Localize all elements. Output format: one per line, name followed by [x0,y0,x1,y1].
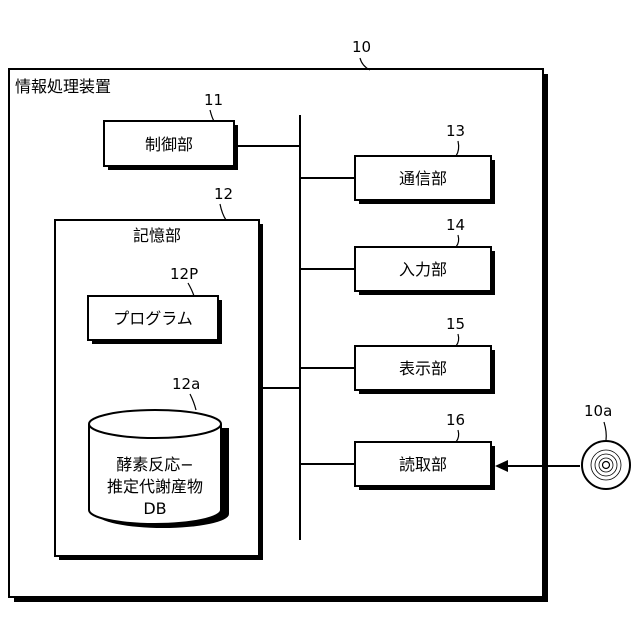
database-ref: 12a [172,375,200,393]
database-label-line3: DB [143,499,166,518]
display-unit-ref: 15 [446,315,465,333]
device-ref: 10 [352,38,371,56]
program-label: プログラム [113,309,193,328]
program-ref: 12P [170,265,198,283]
device-title: 情報処理装置 [15,77,111,96]
storage-unit-ref: 12 [214,185,233,203]
reader-unit-ref: 16 [446,411,465,429]
disc-icon [582,441,630,489]
disc-ref: 10a [584,402,612,420]
input-unit-ref: 14 [446,216,465,234]
database-label-line1: 酵素反応− [116,455,193,474]
control-unit-label: 制御部 [145,135,193,154]
comm-unit-ref: 13 [446,122,465,140]
comm-unit-label: 通信部 [399,169,447,188]
input-unit-label: 入力部 [399,260,447,279]
display-unit-label: 表示部 [399,359,447,378]
disc-ref-leader [604,422,606,440]
storage-unit-label: 記憶部 [133,226,181,245]
control-unit-ref: 11 [204,91,223,109]
database-label-line2: 推定代謝産物 [107,477,203,496]
reader-unit-label: 読取部 [399,455,447,474]
